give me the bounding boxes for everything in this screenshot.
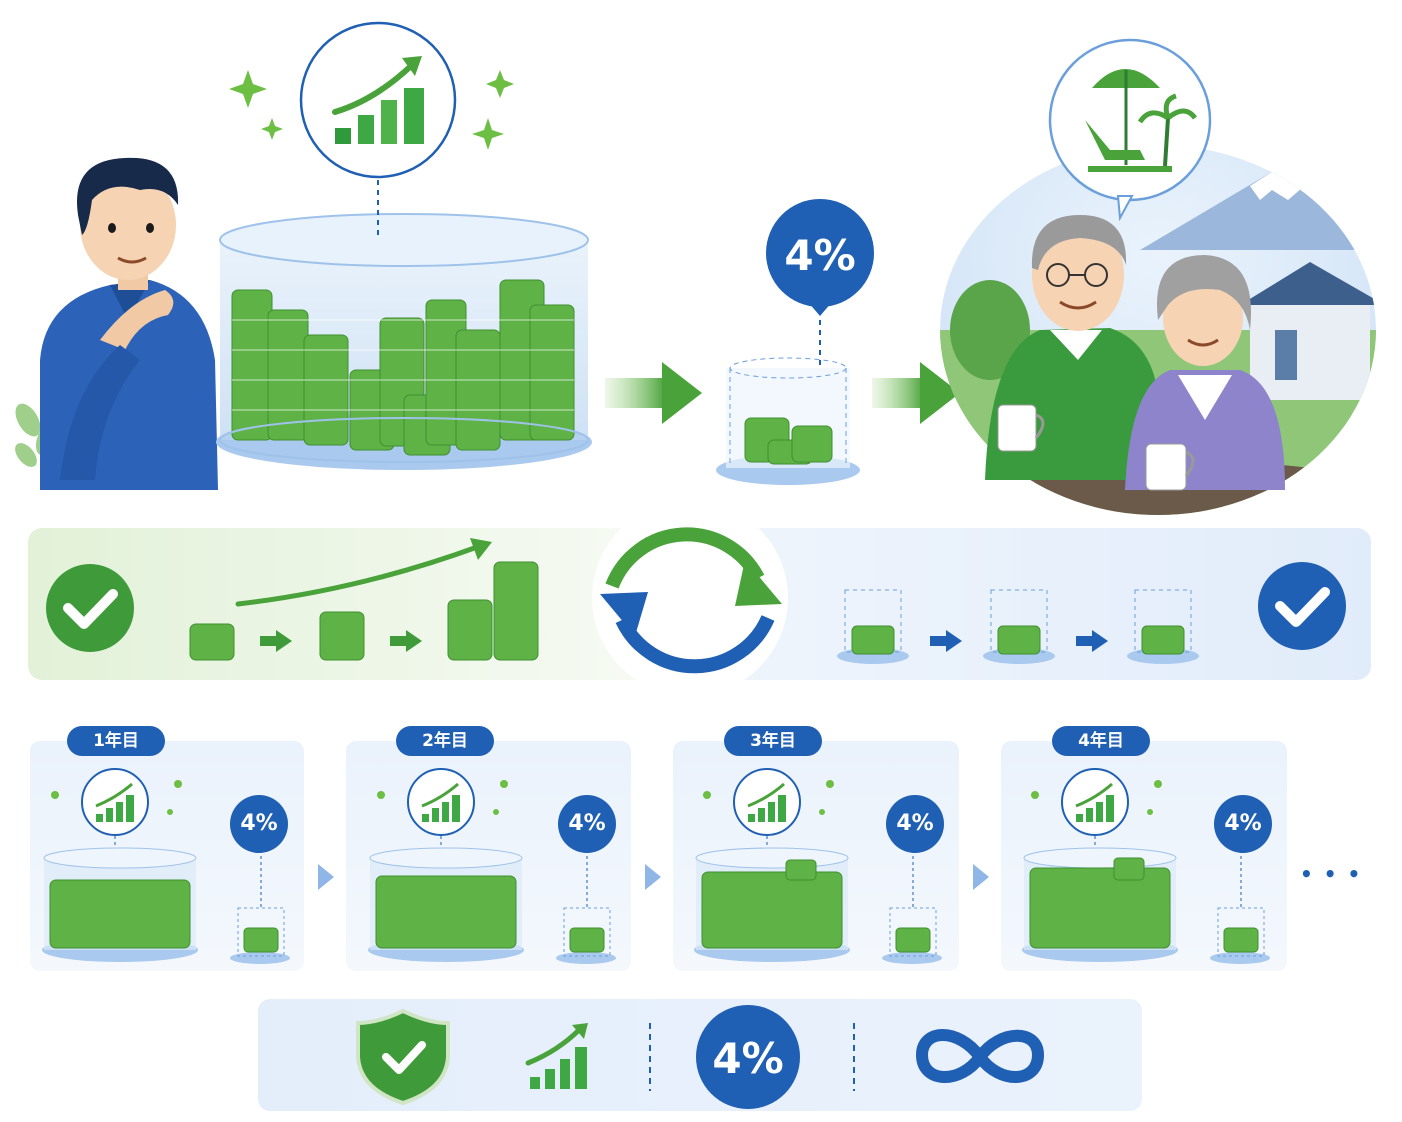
- growth-chart-icon: [407, 768, 475, 852]
- growth-chart-icon: [733, 768, 801, 852]
- summary-rate-badge: [696, 1005, 800, 1109]
- growth-chart-icon: [299, 21, 457, 240]
- sparkle-icon: [1031, 780, 1162, 815]
- sparkle-icon: [377, 780, 508, 815]
- cycle-band: [28, 500, 1371, 696]
- year-illustrations: [42, 768, 1270, 964]
- check-icon: [46, 564, 134, 652]
- withdrawal-jar: [1210, 850, 1270, 964]
- coffee-mug-icon: [1145, 443, 1195, 491]
- year-label-3: 3年目: [724, 726, 822, 756]
- growth-chart-icon: [1061, 768, 1129, 852]
- year-rate-badge-3: 4%: [886, 795, 944, 853]
- year-rate-badge-1: 4%: [230, 795, 288, 853]
- coffee-mug-icon: [997, 404, 1045, 452]
- continuation-ellipsis: • • •: [1300, 862, 1363, 886]
- withdrawal-jar: [230, 850, 290, 964]
- year-rate-badge-4: 4%: [1214, 795, 1272, 853]
- savings-jar: [42, 847, 198, 962]
- check-icon: [1258, 562, 1346, 650]
- sparkle-icon: [51, 780, 182, 815]
- large-savings-jar: [216, 213, 592, 470]
- growth-chart-icon: [81, 768, 149, 852]
- vacation-beach-icon: [1048, 38, 1212, 222]
- withdrawal-jar: [882, 850, 942, 964]
- year-label-2: 2年目: [396, 726, 494, 756]
- growing-coin-stacks: [189, 561, 539, 661]
- coin-stacks: [231, 279, 575, 456]
- year-rate-badge-2: 4%: [558, 795, 616, 853]
- refresh-cycle-icon: [592, 500, 788, 696]
- retired-man: [985, 215, 1160, 480]
- savings-jar: [694, 847, 850, 962]
- arrow-right-icon: [605, 362, 702, 424]
- steady-withdrawal-jars: [837, 589, 1199, 664]
- year-label-1: 1年目: [67, 726, 165, 756]
- summary-rate-label: 4%: [712, 1034, 783, 1083]
- shield-check-icon: [356, 1008, 450, 1106]
- savings-jar: [368, 847, 524, 962]
- arrow-right-icon: [930, 630, 1108, 652]
- growth-chart-icon: [525, 1023, 588, 1089]
- sparkle-icon: [229, 70, 514, 150]
- infinity-icon: [915, 1029, 1045, 1083]
- sparkle-icon: [703, 780, 834, 815]
- growth-trend-line: [235, 543, 483, 607]
- retired-woman: [1125, 255, 1285, 491]
- hero-scene: 4%: [15, 21, 1376, 515]
- withdraw-rate-label: 4%: [784, 231, 855, 280]
- chevron-right-icon: [318, 864, 989, 890]
- summary-icons: 4%: [356, 1005, 1045, 1109]
- year-label-4: 4年目: [1052, 726, 1150, 756]
- arrow-right-icon: [260, 630, 422, 652]
- withdrawal-jar: [556, 850, 616, 964]
- withdrawal-jar: [716, 300, 860, 485]
- thinking-man: [40, 157, 218, 490]
- savings-jar: [1022, 847, 1178, 962]
- arrow-right-icon: [872, 362, 960, 424]
- withdraw-rate-badge: 4%: [766, 199, 874, 316]
